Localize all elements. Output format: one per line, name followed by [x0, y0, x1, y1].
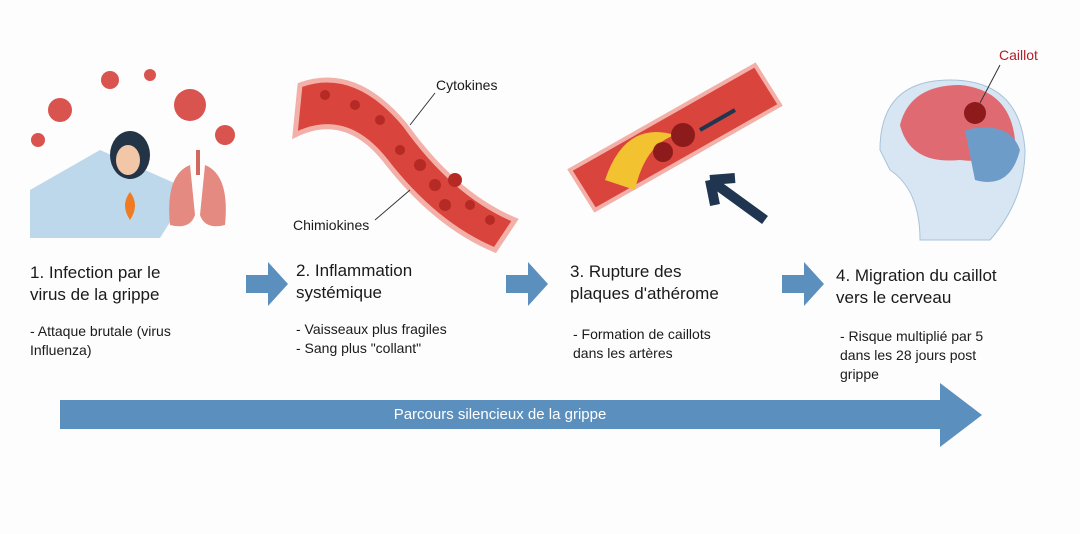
timeline-label: Parcours silencieux de la grippe — [393, 406, 607, 423]
cytokines-label: Cytokines — [436, 77, 498, 93]
step-arrow-icon — [246, 262, 288, 306]
step-description: dans les artères — [573, 345, 673, 361]
clot-icon — [964, 102, 986, 124]
step-title: 1. Infection par le — [30, 263, 161, 282]
lungs-icon — [169, 150, 226, 227]
plaque-rupture-illustration — [567, 62, 783, 225]
blood-vessel-illustration — [292, 77, 519, 254]
brain-head-illustration — [879, 64, 1026, 241]
step-title: 4. Migration du caillot — [836, 266, 997, 285]
step-arrow-icon — [506, 262, 548, 306]
step-title: 2. Inflammation — [296, 261, 413, 280]
step-title: virus de la grippe — [30, 285, 160, 304]
step-description: - Vaisseaux plus fragiles — [296, 321, 447, 337]
step-1: 1. Infection par le virus de la grippe -… — [30, 262, 171, 360]
fire-icon — [125, 192, 135, 220]
step-description: dans les 28 jours post — [840, 347, 977, 363]
step-description: - Formation de caillots — [573, 326, 711, 342]
step-arrow-icon — [782, 262, 824, 306]
step-title: vers le cerveau — [836, 288, 952, 307]
step-2: 2. Inflammation systémique - Vaisseaux p… — [296, 260, 447, 358]
arrow-icon — [699, 108, 736, 132]
flu-patient-illustration — [30, 69, 235, 238]
chimiokines-label: Chimiokines — [293, 217, 370, 233]
step-description: - Attaque brutale (virus — [30, 323, 171, 339]
step-title: systémique — [296, 283, 382, 302]
arrow-icon — [705, 173, 768, 225]
step-3: 3. Rupture des plaques d'athérome - Form… — [570, 261, 719, 363]
step-description: Influenza) — [30, 342, 92, 358]
virus-icon — [31, 69, 235, 147]
step-title: plaques d'athérome — [570, 284, 719, 303]
step-description: - Sang plus "collant" — [296, 340, 422, 356]
step-title: 3. Rupture des — [570, 262, 682, 281]
step-description: - Risque multiplié par 5 — [840, 328, 984, 344]
step-4: 4. Migration du caillot vers le cerveau … — [836, 265, 997, 384]
step-description: grippe — [840, 366, 879, 382]
caillot-label: Caillot — [999, 47, 1038, 63]
timeline-arrow — [60, 383, 982, 447]
